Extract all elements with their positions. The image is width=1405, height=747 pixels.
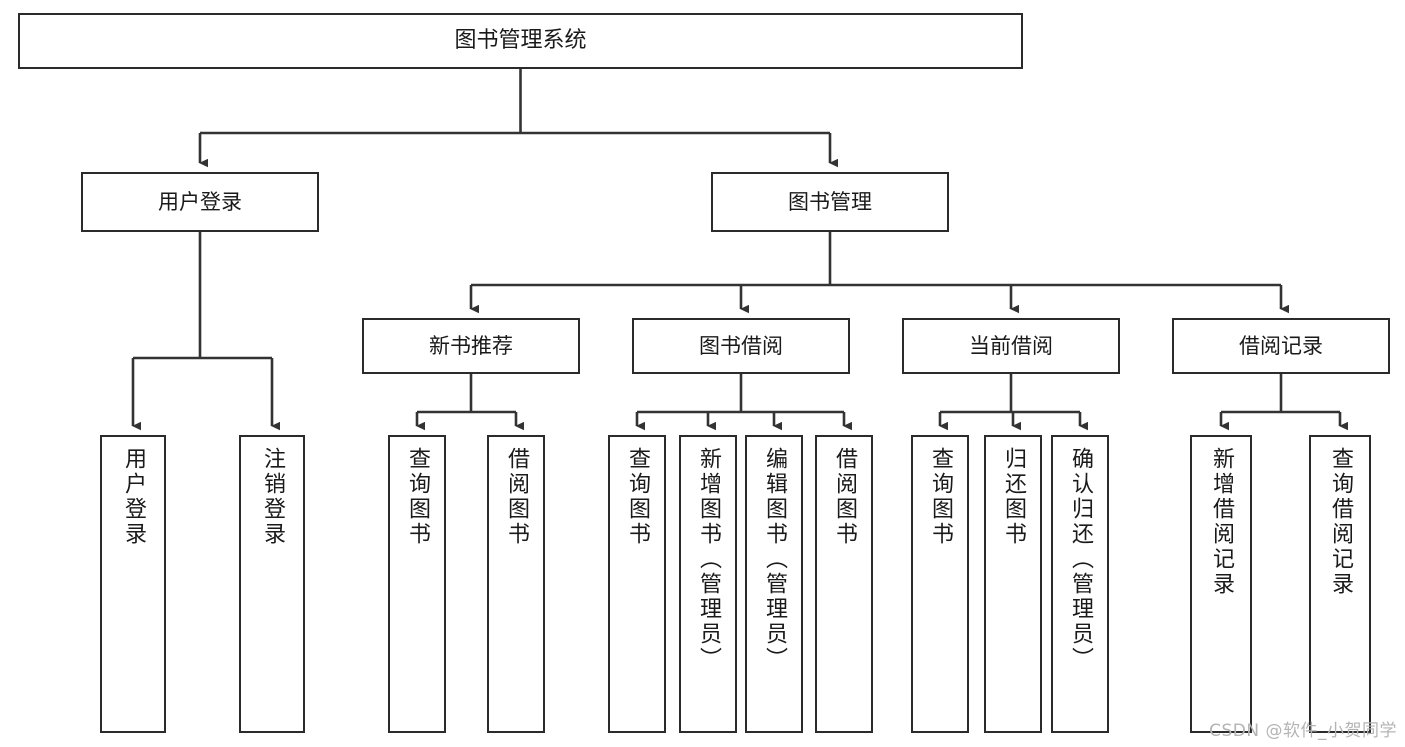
leaf-borrow-do[interactable]: 借阅图书: [815, 435, 873, 733]
node-new-book-rec[interactable]: 新书推荐: [362, 318, 580, 374]
leaf-cur-return[interactable]: 归还图书: [984, 435, 1042, 733]
node-label: 查询借阅记录: [1328, 447, 1353, 597]
leaf-cur-confirm[interactable]: 确认归还（管理员）: [1051, 435, 1109, 733]
node-current-borrow[interactable]: 当前借阅: [902, 318, 1120, 374]
leaf-cur-query[interactable]: 查询图书: [911, 435, 969, 733]
node-label: 当前借阅: [969, 333, 1053, 358]
node-label: 归还图书: [1001, 447, 1026, 547]
node-label: 新增图书（管理员）: [696, 447, 721, 672]
node-borrow-record[interactable]: 借阅记录: [1172, 318, 1390, 374]
node-label: 图书管理: [788, 189, 872, 214]
csdn-watermark: CSDN @软件_小贺同学: [1209, 721, 1397, 741]
node-label: 借阅记录: [1239, 333, 1323, 358]
leaf-borrow-add[interactable]: 新增图书（管理员）: [679, 435, 737, 733]
node-label: 查询图书: [928, 447, 953, 547]
leaf-rec-borrow[interactable]: 借阅图书: [487, 435, 545, 733]
node-label: 新书推荐: [429, 333, 513, 358]
node-root[interactable]: 图书管理系统: [18, 13, 1023, 69]
node-label: 图书管理系统: [454, 28, 587, 54]
node-label: 图书借阅: [699, 333, 783, 358]
node-label: 借阅图书: [832, 447, 857, 547]
node-book-manage[interactable]: 图书管理: [711, 172, 949, 232]
leaf-user-login[interactable]: 用户登录: [100, 435, 166, 733]
node-label: 借阅图书: [504, 447, 529, 547]
node-label: 查询图书: [625, 447, 650, 547]
node-book-borrow[interactable]: 图书借阅: [632, 318, 850, 374]
leaf-borrow-query[interactable]: 查询图书: [608, 435, 666, 733]
leaf-rec-query2[interactable]: 查询借阅记录: [1309, 435, 1371, 733]
leaf-user-logout[interactable]: 注销登录: [239, 435, 305, 733]
node-label: 用户登录: [158, 189, 242, 214]
leaf-rec-query[interactable]: 查询图书: [388, 435, 446, 733]
node-label: 查询图书: [405, 447, 430, 547]
node-label: 确认归还（管理员）: [1068, 447, 1093, 672]
node-label: 用户登录: [121, 447, 146, 547]
node-label: 注销登录: [260, 447, 285, 547]
node-label: 编辑图书（管理员）: [762, 447, 787, 672]
node-user-login[interactable]: 用户登录: [81, 172, 319, 232]
node-label: 新增借阅记录: [1209, 447, 1234, 597]
leaf-borrow-edit[interactable]: 编辑图书（管理员）: [745, 435, 803, 733]
leaf-rec-add[interactable]: 新增借阅记录: [1190, 435, 1252, 733]
